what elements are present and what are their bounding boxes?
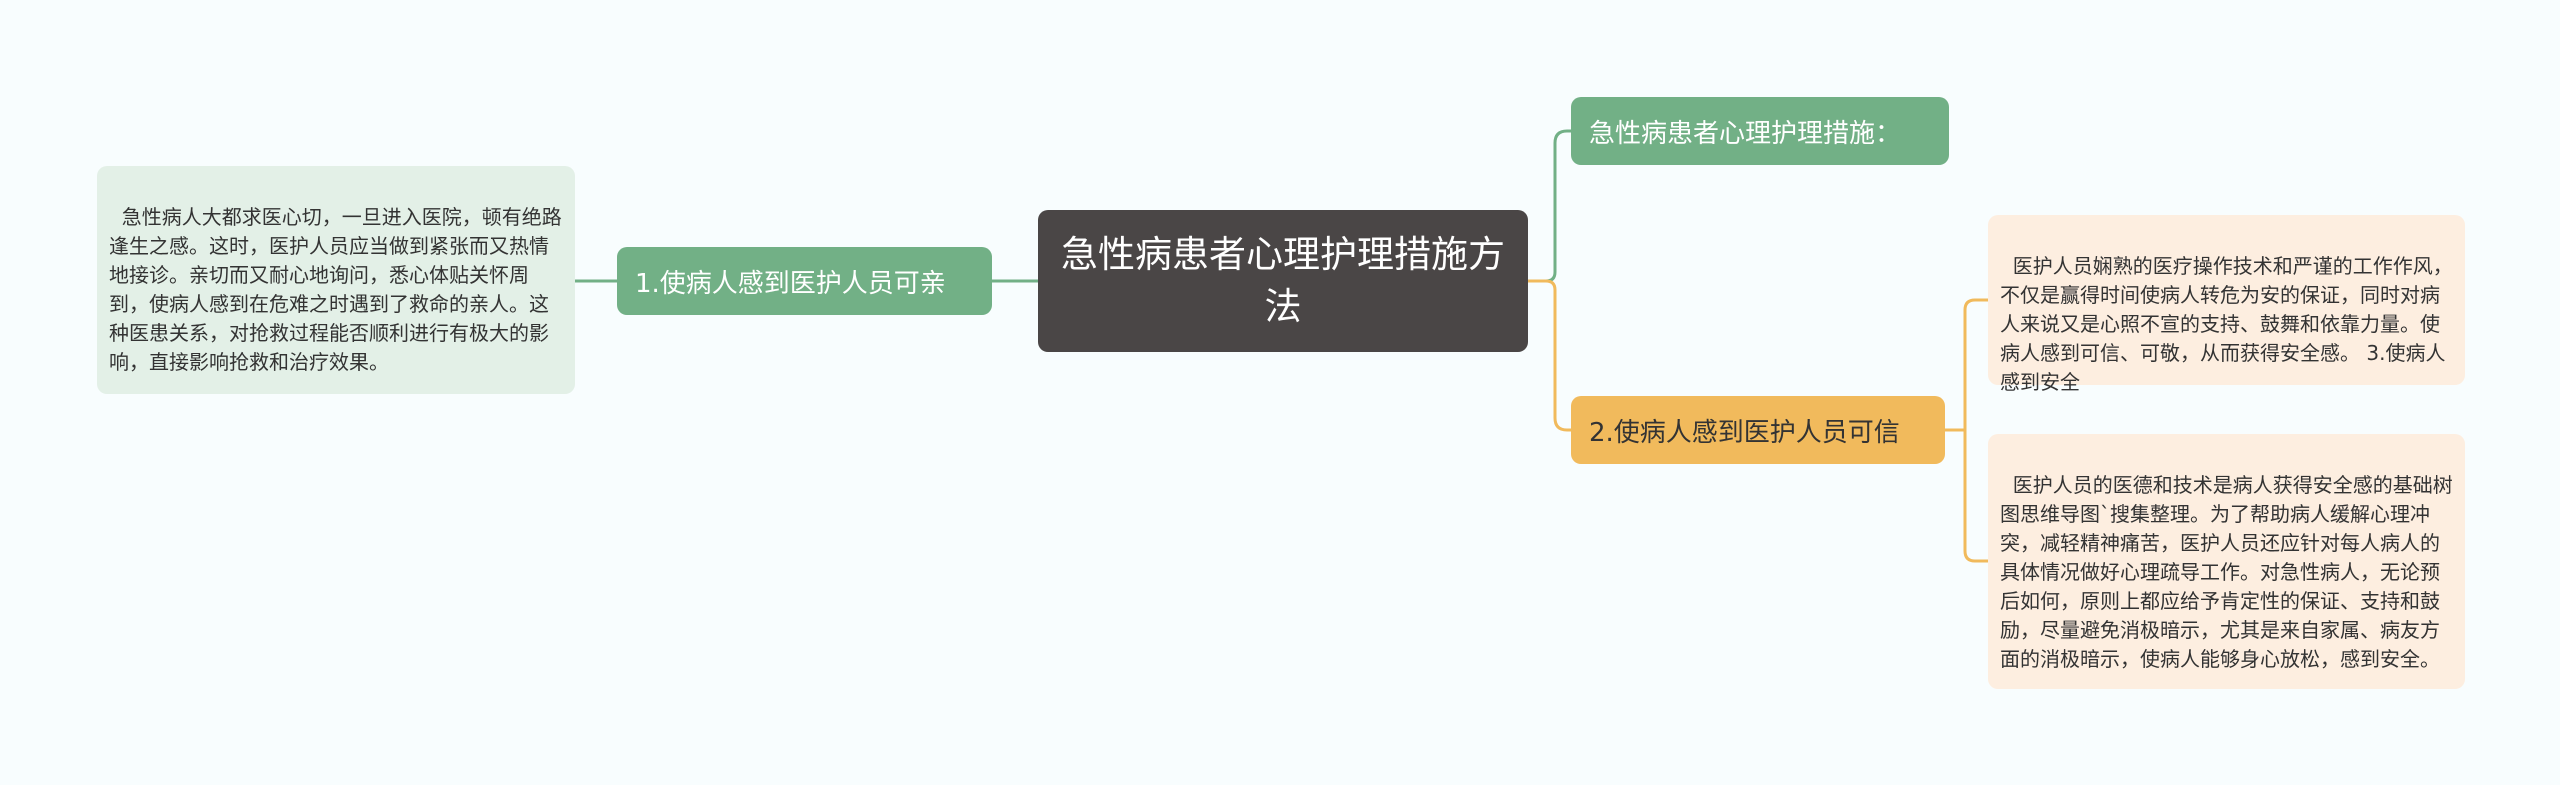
- connector-branch-3-to-detail-1: [1945, 298, 1988, 432]
- branch-measures-heading-label: 急性病患者心理护理措施：: [1589, 118, 1902, 149]
- branch-trustworthy-label: 2.使病人感到医护人员可信: [1589, 417, 1900, 448]
- detail-trustworthy-2[interactable]: 医护人员的医德和技术是病人获得安全感的基础树图思维导图`搜集整理。为了帮助病人缓…: [1988, 434, 2465, 689]
- detail-approachable-text: 急性病人大都求医心切，一旦进入医院，顿有绝路逢生之感。这时，医护人员应当做到紧张…: [109, 205, 562, 374]
- connector-root-to-branch-3: [1528, 279, 1571, 432]
- detail-trustworthy-2-text: 医护人员的医德和技术是病人获得安全感的基础树图思维导图`搜集整理。为了帮助病人缓…: [2000, 473, 2453, 671]
- root-topic-label: 急性病患者心理护理措施方法: [1061, 233, 1505, 328]
- detail-trustworthy-1[interactable]: 医护人员娴熟的医疗操作技术和严谨的工作作风，不仅是赢得时间使病人转危为安的保证，…: [1988, 215, 2465, 394]
- detail-approachable[interactable]: 急性病人大都求医心切，一旦进入医院，顿有绝路逢生之感。这时，医护人员应当做到紧张…: [97, 166, 575, 394]
- connector-root-to-branch-2: [1528, 129, 1571, 283]
- branch-measures-heading[interactable]: 急性病患者心理护理措施：: [1571, 97, 1949, 165]
- branch-approachable[interactable]: 1.使病人感到医护人员可亲: [617, 247, 992, 315]
- branch-trustworthy[interactable]: 2.使病人感到医护人员可信: [1571, 396, 1945, 464]
- branch-approachable-label: 1.使病人感到医护人员可亲: [635, 268, 946, 299]
- detail-trustworthy-1-text: 医护人员娴熟的医疗操作技术和严谨的工作作风，不仅是赢得时间使病人转危为安的保证，…: [2000, 254, 2453, 394]
- connector-branch-3-to-detail-2: [1945, 428, 1988, 563]
- root-topic[interactable]: 急性病患者心理护理措施方法: [1038, 210, 1528, 352]
